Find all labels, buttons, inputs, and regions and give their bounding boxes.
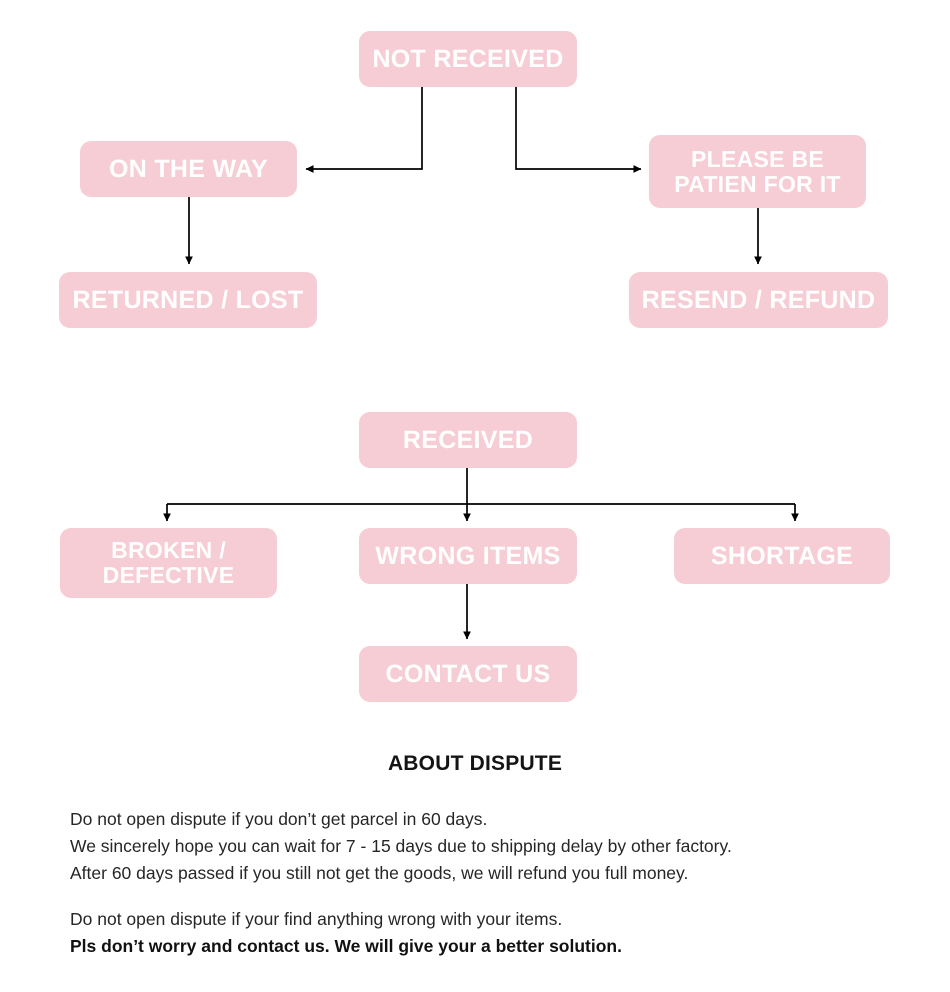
node-contact-us[interactable]: CONTACT US bbox=[359, 646, 577, 702]
node-on-the-way[interactable]: ON THE WAY bbox=[80, 141, 297, 197]
node-broken-defective[interactable]: BROKEN / DEFECTIVE bbox=[60, 528, 277, 598]
about-dispute-body: Do not open dispute if you don’t get par… bbox=[0, 806, 950, 960]
node-shortage[interactable]: SHORTAGE bbox=[674, 528, 890, 584]
connector-not-received-to-on-the-way bbox=[305, 87, 423, 173]
dispute-note-paragraph-2: Do not open dispute if your find anythin… bbox=[70, 906, 950, 960]
dispute-note-p2-line-1: Do not open dispute if your find anythin… bbox=[70, 909, 563, 930]
dispute-note-p1-line-1: Do not open dispute if you don’t get par… bbox=[70, 809, 488, 829]
about-dispute-section: ABOUT DISPUTE Do not open dispute if you… bbox=[0, 752, 950, 960]
node-please-be-patien-for-it-label: PLEASE BE PATIEN FOR IT bbox=[674, 145, 841, 197]
dispute-note-p2-line-2: Pls don’t worry and contact us. We will … bbox=[70, 936, 622, 957]
node-shortage-label: SHORTAGE bbox=[710, 541, 854, 570]
node-wrong-items-label: WRONG ITEMS bbox=[375, 541, 561, 570]
dispute-note-p1-line-3: After 60 days passed if you still not ge… bbox=[70, 862, 689, 883]
dispute-note-p1-line-2: We sincerely hope you can wait for 7 - 1… bbox=[70, 835, 732, 856]
node-received[interactable]: RECEIVED bbox=[359, 412, 577, 468]
dispute-note-paragraph-1: Do not open dispute if you don’t get par… bbox=[70, 806, 950, 886]
node-resend-refund[interactable]: RESEND / REFUND bbox=[629, 272, 888, 328]
node-broken-defective-label: BROKEN / DEFECTIVE bbox=[102, 537, 235, 588]
node-returned-lost[interactable]: RETURNED / LOST bbox=[59, 272, 317, 328]
about-dispute-heading: ABOUT DISPUTE bbox=[387, 752, 563, 775]
node-not-received[interactable]: NOT RECEIVED bbox=[359, 31, 577, 87]
node-received-label: RECEIVED bbox=[402, 425, 534, 454]
node-returned-lost-label: RETURNED / LOST bbox=[72, 285, 304, 314]
node-wrong-items[interactable]: WRONG ITEMS bbox=[359, 528, 577, 584]
node-on-the-way-label: ON THE WAY bbox=[108, 154, 269, 183]
node-contact-us-label: CONTACT US bbox=[385, 659, 551, 688]
node-please-be-patien-for-it[interactable]: PLEASE BE PATIEN FOR IT bbox=[649, 135, 866, 208]
connector-not-received-to-please-patient bbox=[515, 87, 642, 173]
node-not-received-label: NOT RECEIVED bbox=[372, 44, 564, 73]
node-resend-refund-label: RESEND / REFUND bbox=[641, 285, 876, 314]
